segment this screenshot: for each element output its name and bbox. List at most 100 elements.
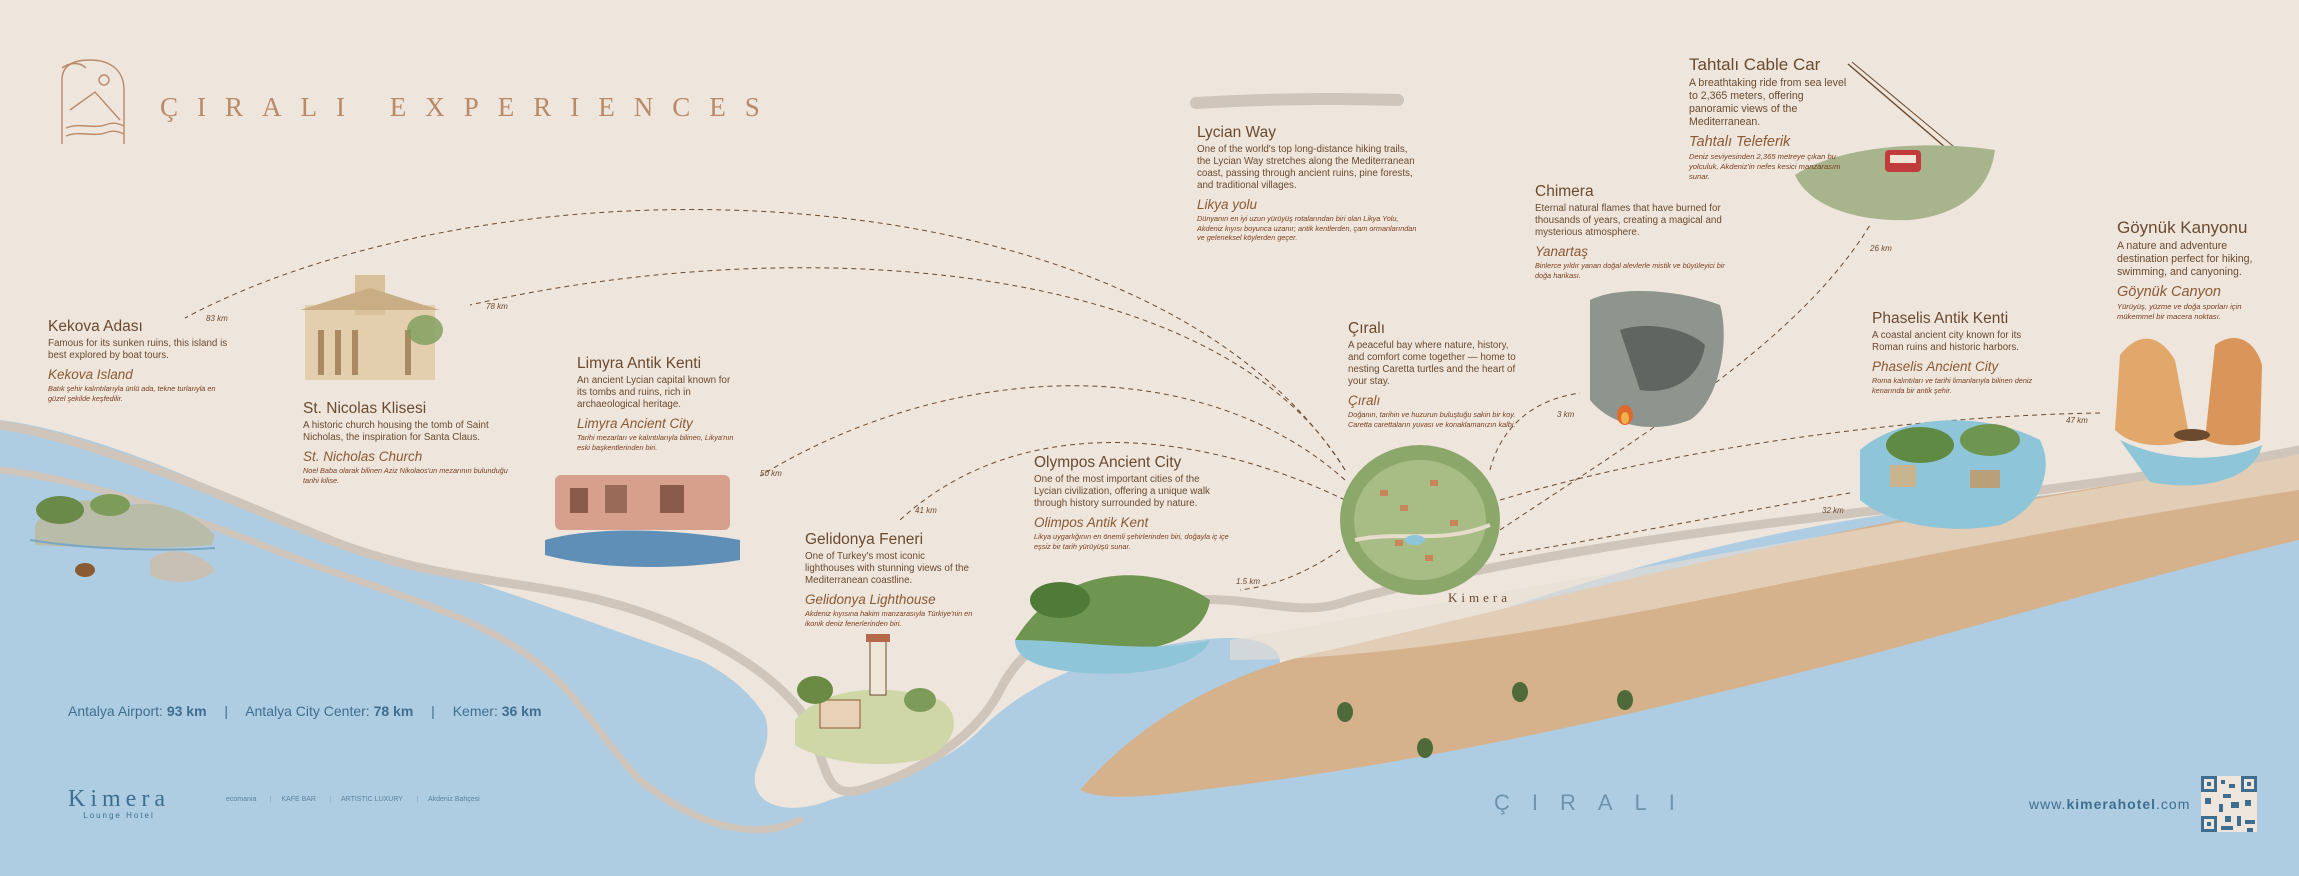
distance-gelidonya: 41 km bbox=[915, 506, 937, 515]
separator: | bbox=[224, 703, 229, 719]
place-description-translated: Noel Baba olarak bilinen Aziz Nikolaos'u… bbox=[303, 466, 508, 485]
place-description: Famous for its sunken ruins, this island… bbox=[48, 338, 228, 361]
website-prefix: www. bbox=[2029, 796, 2067, 812]
city-label: Antalya City Center: bbox=[245, 703, 370, 719]
partner-logo: ARTISTIC LUXURY bbox=[329, 796, 403, 803]
place-title: Çıralı bbox=[1348, 320, 1386, 337]
route-kekova bbox=[184, 209, 1346, 471]
place-description: A breathtaking ride from sea level to 2,… bbox=[1689, 77, 1847, 128]
stnicolas-illustration bbox=[300, 275, 443, 380]
place-description: A coastal ancient city known for its Rom… bbox=[1872, 330, 2022, 353]
place-description-translated: Likya uygarlığının en önemli şehirlerind… bbox=[1034, 532, 1229, 551]
limyra-illustration bbox=[545, 475, 740, 567]
distance-olympos: 1.5 km bbox=[1236, 577, 1261, 586]
brand-logo[interactable]: Kimera Lounge Hotel bbox=[68, 786, 170, 820]
route-limyra bbox=[759, 385, 1346, 481]
place-title-translated: Phaselis Ancient City bbox=[1872, 359, 1999, 374]
kemer-label: Kemer: bbox=[452, 703, 498, 719]
gelidonya-illustration bbox=[795, 634, 954, 765]
place-description-translated: Doğanın, tarihin ve huzurun buluştuğu sa… bbox=[1348, 410, 1516, 429]
kekova-illustration bbox=[29, 494, 216, 582]
place-description: A nature and adventure destination perfe… bbox=[2117, 240, 2253, 278]
place-description: Eternal natural flames that have burned … bbox=[1535, 203, 1722, 238]
website-domain: kimerahotel bbox=[2066, 796, 2157, 812]
place-title: Tahtalı Cable Car bbox=[1689, 55, 1821, 74]
partner-logo: KAFE BAR bbox=[270, 796, 316, 803]
place-title-translated: Olimpos Antik Kent bbox=[1034, 515, 1149, 530]
place-title: Limyra Antik Kenti bbox=[577, 355, 702, 372]
place-description-translated: Deniz seviyesinden 2,365 metreye çıkan b… bbox=[1689, 152, 1841, 181]
place-title-translated: St. Nicholas Church bbox=[303, 449, 423, 464]
footer-place-name: ÇIRALI bbox=[1494, 790, 1697, 815]
map-label-kimera: Kimera bbox=[1448, 590, 1511, 605]
place-title-translated: Göynük Canyon bbox=[2117, 284, 2221, 300]
distance-tahtali: 26 km bbox=[1870, 244, 1892, 253]
website-link[interactable]: www.kimerahotel.com bbox=[2029, 796, 2190, 812]
goynuk-illustration bbox=[2115, 337, 2262, 486]
route-lines bbox=[184, 209, 2101, 591]
card-cirali[interactable]: Çıralı A peaceful bay where nature, hist… bbox=[1348, 320, 1523, 429]
website-suffix: .com bbox=[2156, 796, 2191, 812]
place-title: Kekova Adası bbox=[48, 318, 143, 335]
chimera-illustration bbox=[1590, 290, 1724, 428]
distance-limyra: 50 km bbox=[760, 469, 782, 478]
place-description: One of Turkey's most iconic lighthouses … bbox=[805, 551, 969, 586]
distance-chimera: 3 km bbox=[1557, 410, 1575, 419]
distance-kekova: 83 km bbox=[206, 314, 228, 323]
airport-value: 93 km bbox=[166, 703, 207, 719]
place-title-translated: Limyra Ancient City bbox=[577, 416, 693, 431]
route-phaselis bbox=[1499, 492, 1851, 556]
place-description: One of the most important cities of the … bbox=[1034, 474, 1210, 509]
card-tahtali[interactable]: Tahtalı Cable Car A breathtaking ride fr… bbox=[1689, 55, 1849, 182]
card-lycian-way[interactable]: Lycian Way One of the world's top long-d… bbox=[1197, 124, 1417, 243]
place-title-translated: Kekova Island bbox=[48, 367, 133, 382]
place-description-translated: Akdeniz kıyısına hakim manzarasıyla Türk… bbox=[805, 609, 973, 628]
place-title: Gelidonya Feneri bbox=[805, 531, 924, 548]
place-description-translated: Batık şehir kalıntılarıyla ünlü ada, tek… bbox=[48, 384, 216, 403]
kemer-value: 36 km bbox=[501, 703, 542, 719]
route-goynuk bbox=[1499, 412, 2101, 501]
card-phaselis[interactable]: Phaselis Antik Kenti A coastal ancient c… bbox=[1872, 310, 2047, 395]
coast-land bbox=[0, 0, 2299, 801]
route-olympos bbox=[1239, 549, 1341, 591]
place-description: A peaceful bay where nature, history, an… bbox=[1348, 340, 1516, 387]
place-description-translated: Roma kalıntıları ve tarihi limanlarıyla … bbox=[1872, 376, 2033, 395]
place-title: Phaselis Antik Kenti bbox=[1872, 310, 2009, 327]
card-olympos[interactable]: Olympos Ancient City One of the most imp… bbox=[1034, 454, 1229, 551]
brand-name: Kimera bbox=[68, 786, 170, 812]
place-title: Lycian Way bbox=[1197, 124, 1276, 141]
card-limyra[interactable]: Limyra Antik Kenti An ancient Lycian cap… bbox=[577, 355, 737, 452]
place-description-translated: Yürüyüş, yüzme ve doğa sporları için mük… bbox=[2117, 302, 2242, 321]
card-chimera[interactable]: Chimera Eternal natural flames that have… bbox=[1535, 183, 1725, 280]
route-tahtali bbox=[1499, 224, 1871, 531]
place-description: One of the world's top long-distance hik… bbox=[1197, 144, 1415, 191]
airport-label: Antalya Airport: bbox=[68, 703, 163, 719]
page-title: ÇIRALI EXPERIENCES bbox=[160, 92, 779, 122]
beach-upper bbox=[1230, 455, 2299, 660]
route-gelidonya bbox=[899, 442, 1346, 521]
card-kekova[interactable]: Kekova Adası Famous for its sunken ruins… bbox=[48, 318, 228, 403]
place-title: Göynük Kanyonu bbox=[2117, 218, 2248, 237]
cirali-illustration bbox=[1340, 445, 1500, 595]
route-stnicolas bbox=[469, 267, 1346, 471]
coastal-road bbox=[0, 420, 2299, 796]
distance-stnicolas: 78 km bbox=[486, 302, 508, 311]
place-description-translated: Tarihi mezarları ve kalıntılarıyla bilin… bbox=[577, 433, 734, 452]
place-description: A historic church housing the tomb of Sa… bbox=[303, 420, 489, 443]
card-goynuk[interactable]: Göynük Kanyonu A nature and adventure de… bbox=[2117, 218, 2267, 322]
place-title-translated: Likya yolu bbox=[1197, 197, 1258, 212]
tahtali-illustration bbox=[1795, 61, 1995, 221]
city-value: 78 km bbox=[373, 703, 414, 719]
partner-logos: ecomania KAFE BAR ARTISTIC LUXURY Akdeni… bbox=[226, 796, 480, 803]
header-logo bbox=[61, 59, 125, 144]
place-title-translated: Yanartaş bbox=[1535, 244, 1589, 259]
card-gelidonya[interactable]: Gelidonya Feneri One of Turkey's most ic… bbox=[805, 531, 975, 628]
partner-logo: ecomania bbox=[226, 796, 257, 803]
place-title: Chimera bbox=[1535, 183, 1594, 200]
partner-logo: Akdeniz Bahçesi bbox=[416, 796, 480, 803]
card-stnicolas[interactable]: St. Nicolas Klisesi A historic church ho… bbox=[303, 400, 513, 485]
place-title-translated: Çıralı bbox=[1348, 393, 1381, 408]
brand-subtitle: Lounge Hotel bbox=[83, 811, 155, 820]
route-chimera bbox=[1489, 392, 1581, 471]
